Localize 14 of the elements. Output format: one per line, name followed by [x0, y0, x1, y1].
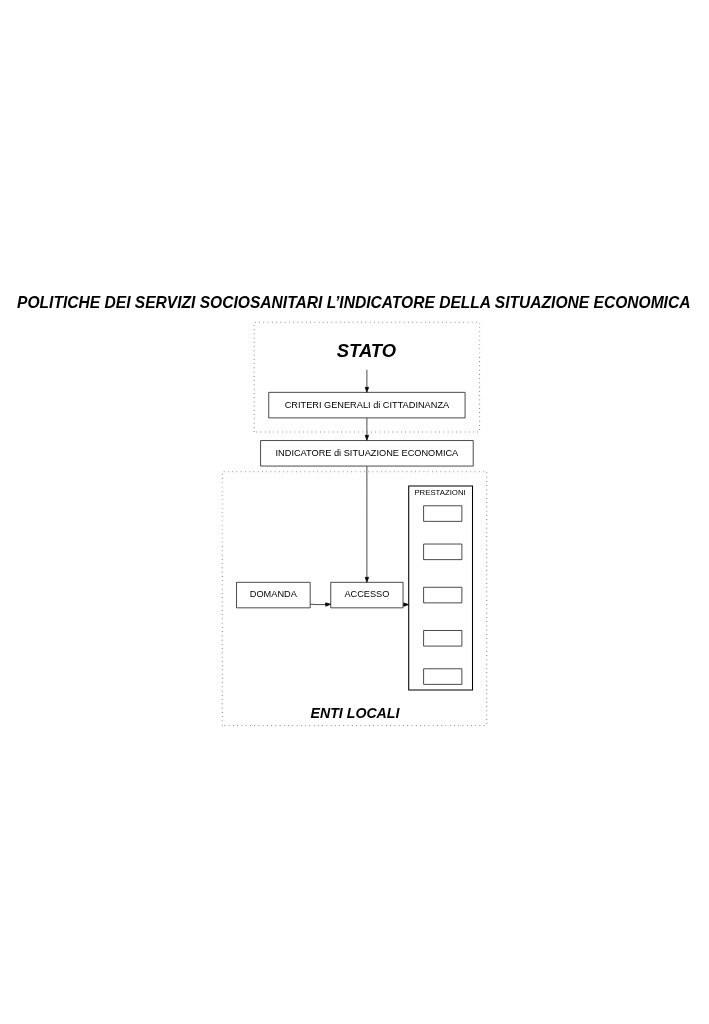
node-box	[423, 629, 463, 646]
arrow	[364, 465, 369, 583]
node-box: DOMANDA	[236, 581, 311, 608]
node-box: INDICATORE di SITUAZIONE ECONOMICA	[260, 439, 474, 466]
node-box	[423, 667, 463, 685]
node-box: CRITERI GENERALI di CITTADINANZA	[268, 391, 466, 418]
cluster: PRESTAZIONI	[408, 484, 474, 691]
node-box	[423, 543, 463, 560]
arrow	[364, 417, 369, 441]
node-box	[423, 586, 463, 603]
arrow	[364, 368, 369, 393]
node-box	[423, 504, 463, 522]
diagram-title: POLITICHE DEI SERVIZI SOCIOSANITARI L’INDICATORE DELLA SITUAZIONE ECONOMICA	[17, 293, 691, 311]
arrow	[309, 601, 331, 607]
